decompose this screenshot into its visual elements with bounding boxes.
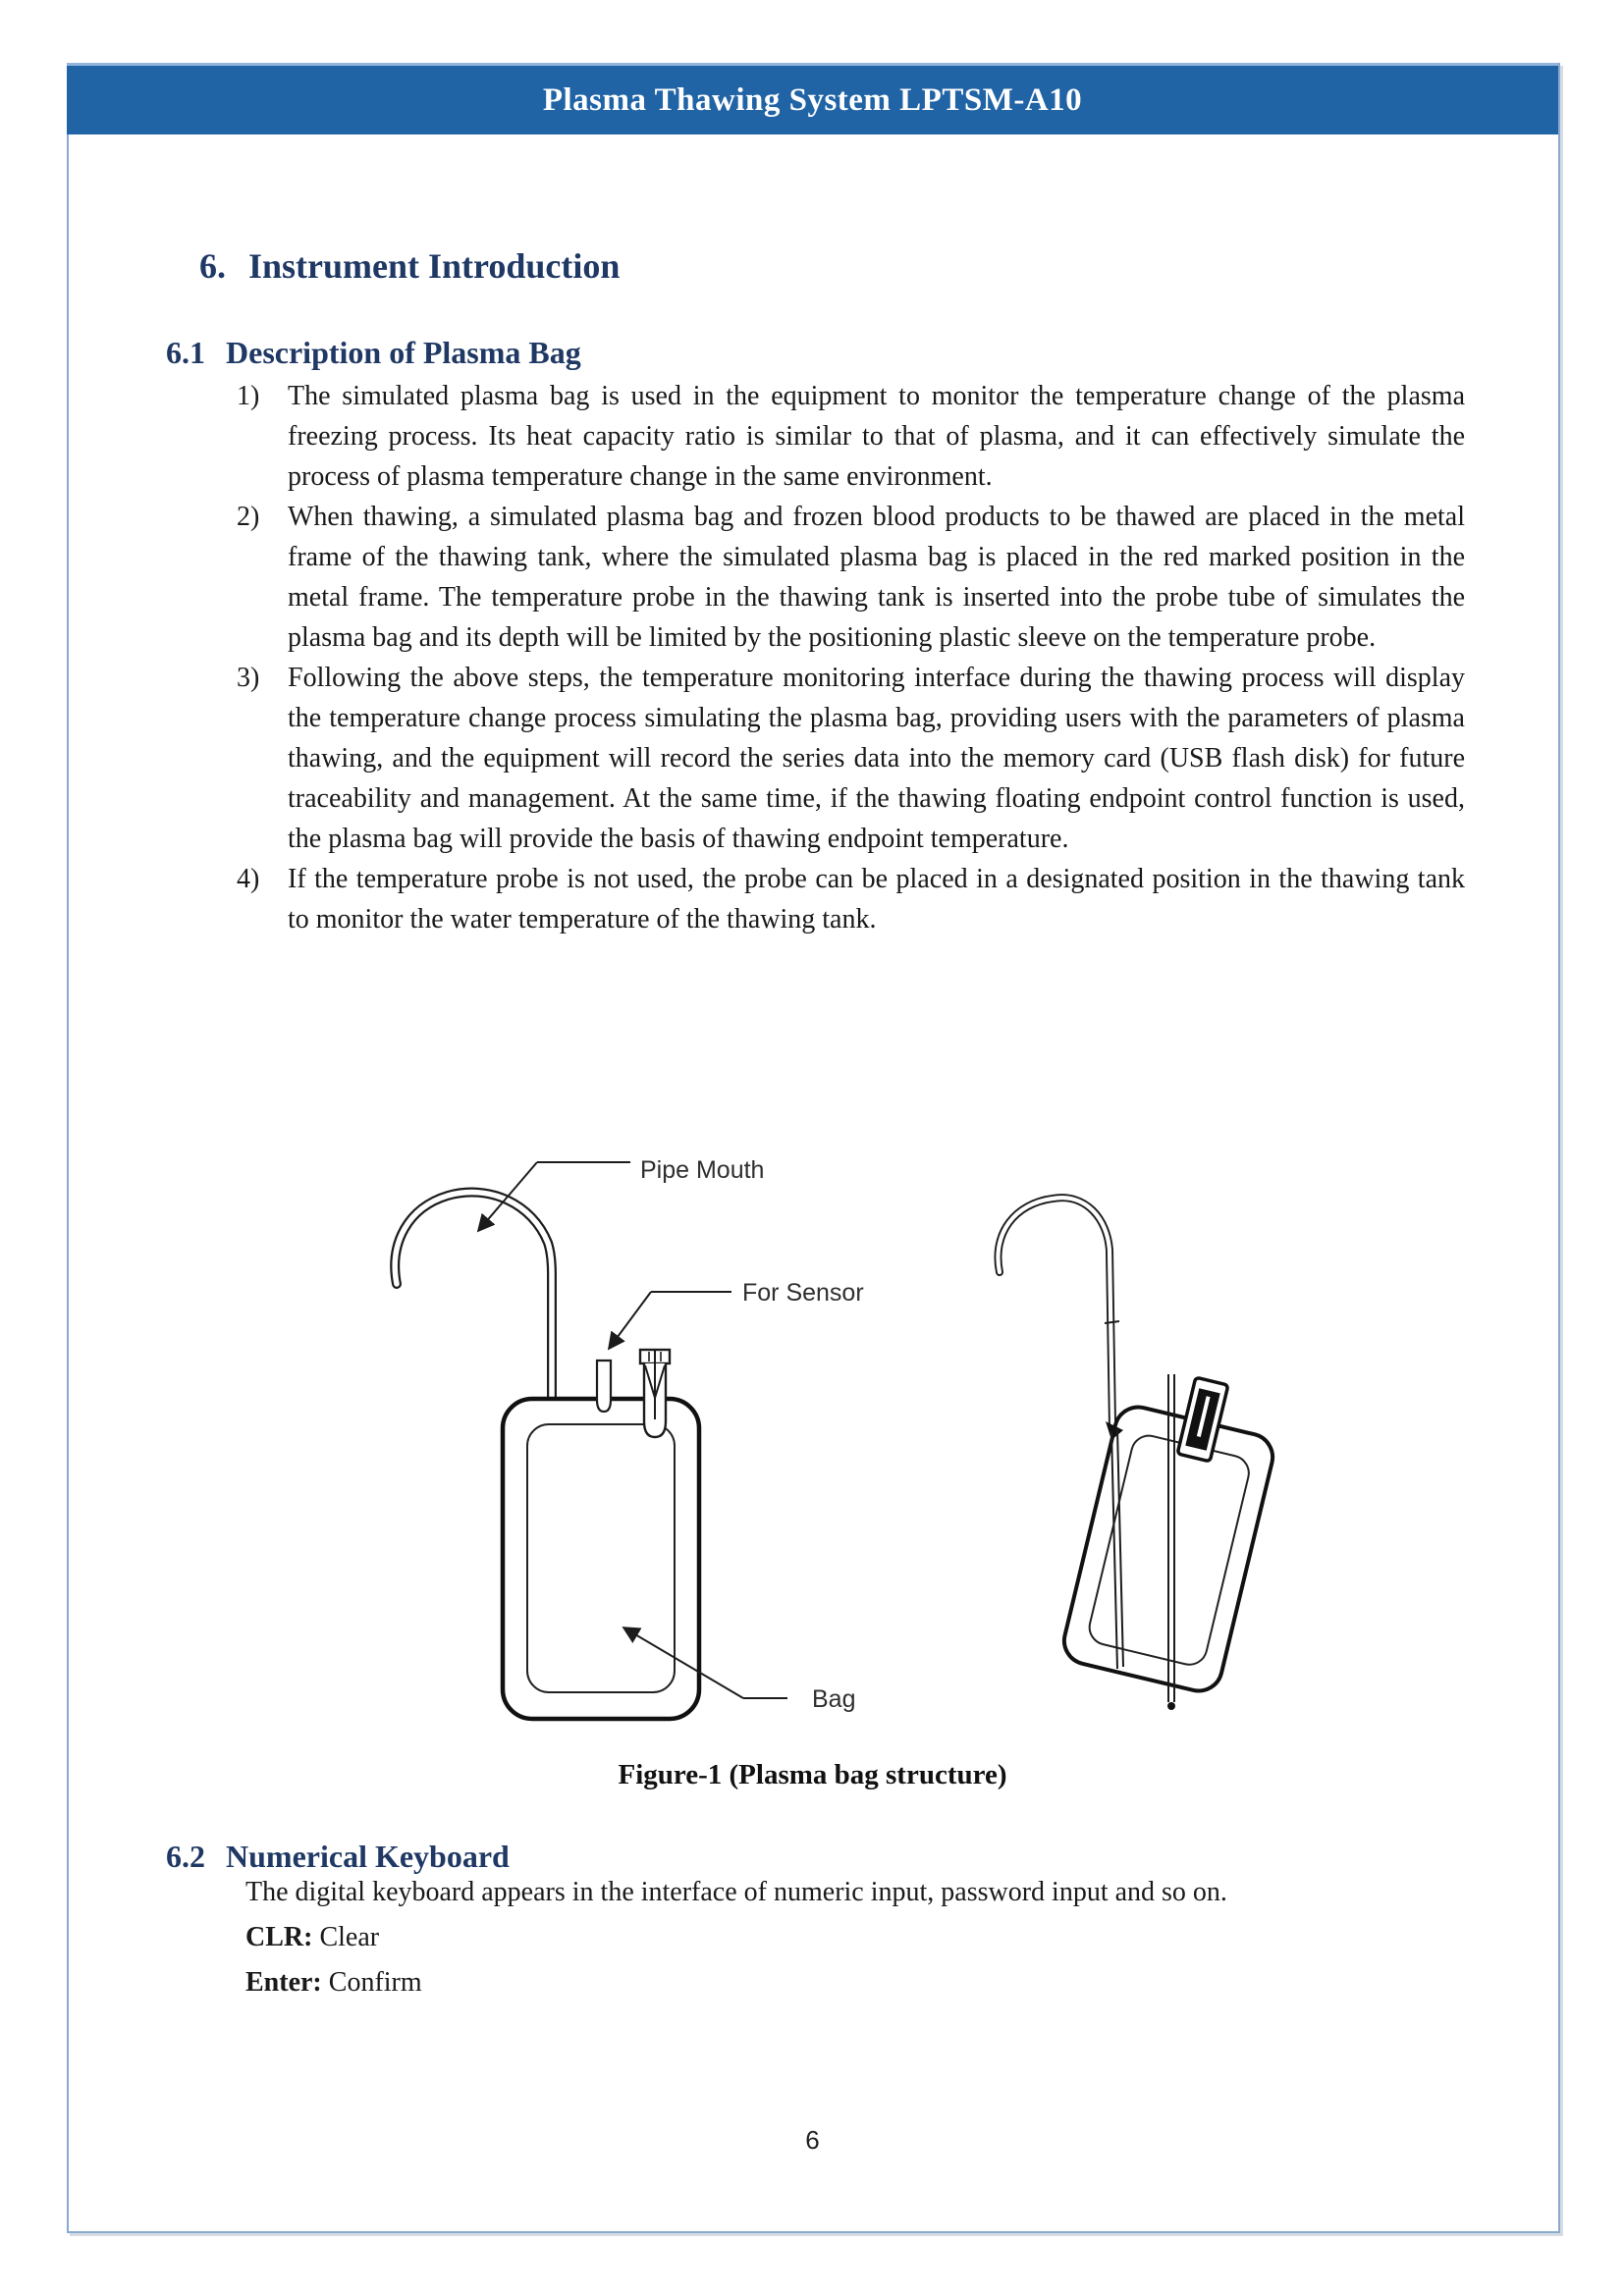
list-item-text: The simulated plasma bag is used in the … (288, 381, 1465, 492)
plasma-bag-front-view: Pipe Mouth For Sensor Bag (390, 1156, 864, 1722)
list-item-text: If the temperature probe is not used, th… (288, 864, 1465, 934)
list-item-number: 2) (237, 502, 260, 532)
plasma-bag-side-view (994, 1194, 1275, 1710)
section-6-2-heading: 6.2 Numerical Keyboard (166, 1839, 510, 1875)
page-number: 6 (805, 2125, 820, 2155)
section-6-number: 6. (199, 246, 226, 286)
clr-term: CLR: (245, 1922, 313, 1952)
list-item-number: 4) (237, 864, 260, 894)
numbered-list: 1) The simulated plasma bag is used in t… (237, 376, 1465, 939)
section-6-title: Instrument Introduction (248, 246, 621, 286)
section-6-2-body: The digital keyboard appears in the inte… (245, 1870, 1466, 2005)
list-item-text: When thawing, a simulated plasma bag and… (288, 502, 1465, 653)
clr-meaning: Clear (312, 1922, 380, 1952)
enter-term: Enter: (245, 1967, 322, 1998)
figure-1-plasma-bag-diagram: Pipe Mouth For Sensor Bag (390, 1156, 1275, 1722)
figure-1-caption: Figure-1 (Plasma bag structure) (618, 1759, 1007, 1790)
section-6-heading: 6. Instrument Introduction (199, 245, 620, 287)
section-6-2-number: 6.2 (166, 1839, 205, 1874)
list-item-number: 3) (237, 663, 260, 693)
section-6-1-title: Description of Plasma Bag (226, 335, 581, 370)
document-title: Plasma Thawing System LPTSM-A10 (542, 81, 1083, 118)
enter-meaning: Confirm (321, 1967, 422, 1998)
enter-definition: Enter: Confirm (245, 1960, 1466, 2005)
page-header-banner: Plasma Thawing System LPTSM-A10 (67, 63, 1558, 134)
section-6-2-title: Numerical Keyboard (226, 1839, 510, 1874)
list-item: 1) The simulated plasma bag is used in t… (237, 376, 1465, 497)
list-item-number: 1) (237, 381, 260, 411)
for-sensor-label: For Sensor (742, 1279, 864, 1307)
list-item-text: Following the above steps, the temperatu… (288, 663, 1465, 854)
pipe-mouth-label: Pipe Mouth (640, 1156, 764, 1184)
list-item: 4) If the temperature probe is not used,… (237, 859, 1465, 939)
list-item: 3) Following the above steps, the temper… (237, 658, 1465, 859)
section-6-1-number: 6.1 (166, 335, 205, 370)
section-6-2-paragraph: The digital keyboard appears in the inte… (245, 1877, 1227, 1907)
clr-definition: CLR: Clear (245, 1915, 1466, 1960)
section-6-1-heading: 6.1 Description of Plasma Bag (166, 335, 581, 371)
list-item: 2) When thawing, a simulated plasma bag … (237, 497, 1465, 658)
bag-label: Bag (812, 1685, 855, 1713)
